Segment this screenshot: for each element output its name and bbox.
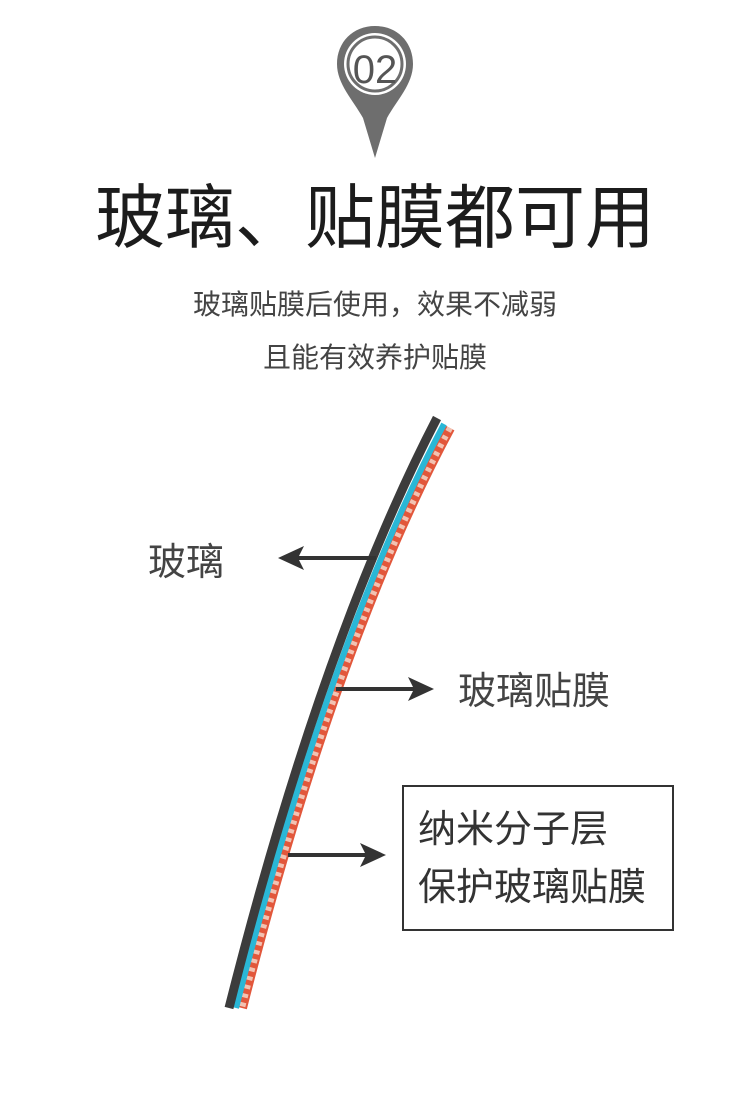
label-glass: 玻璃 <box>148 540 225 584</box>
step-number: 02 <box>352 48 398 92</box>
film-arrowhead <box>408 677 434 701</box>
subtitle-line-2: 且能有效养护贴膜 <box>262 341 487 374</box>
layer-diagram <box>224 415 455 1010</box>
subtitle-line-1: 玻璃贴膜后使用，效果不减弱 <box>192 288 557 321</box>
nano-arrowhead <box>360 843 386 867</box>
note-line-2: 保护玻璃贴膜 <box>418 865 647 909</box>
map-pin-icon <box>337 26 413 158</box>
glass-layer <box>224 415 441 1010</box>
nano-layer-note: 纳米分子层 保护玻璃贴膜 <box>402 785 674 931</box>
label-film: 玻璃贴膜 <box>458 669 611 713</box>
film-layer <box>233 422 447 1009</box>
page-title: 玻璃、贴膜都可用 <box>95 177 655 259</box>
glass-arrowhead <box>278 546 304 570</box>
note-line-1: 纳米分子层 <box>418 807 609 851</box>
nano-layer-beads <box>239 426 453 1009</box>
